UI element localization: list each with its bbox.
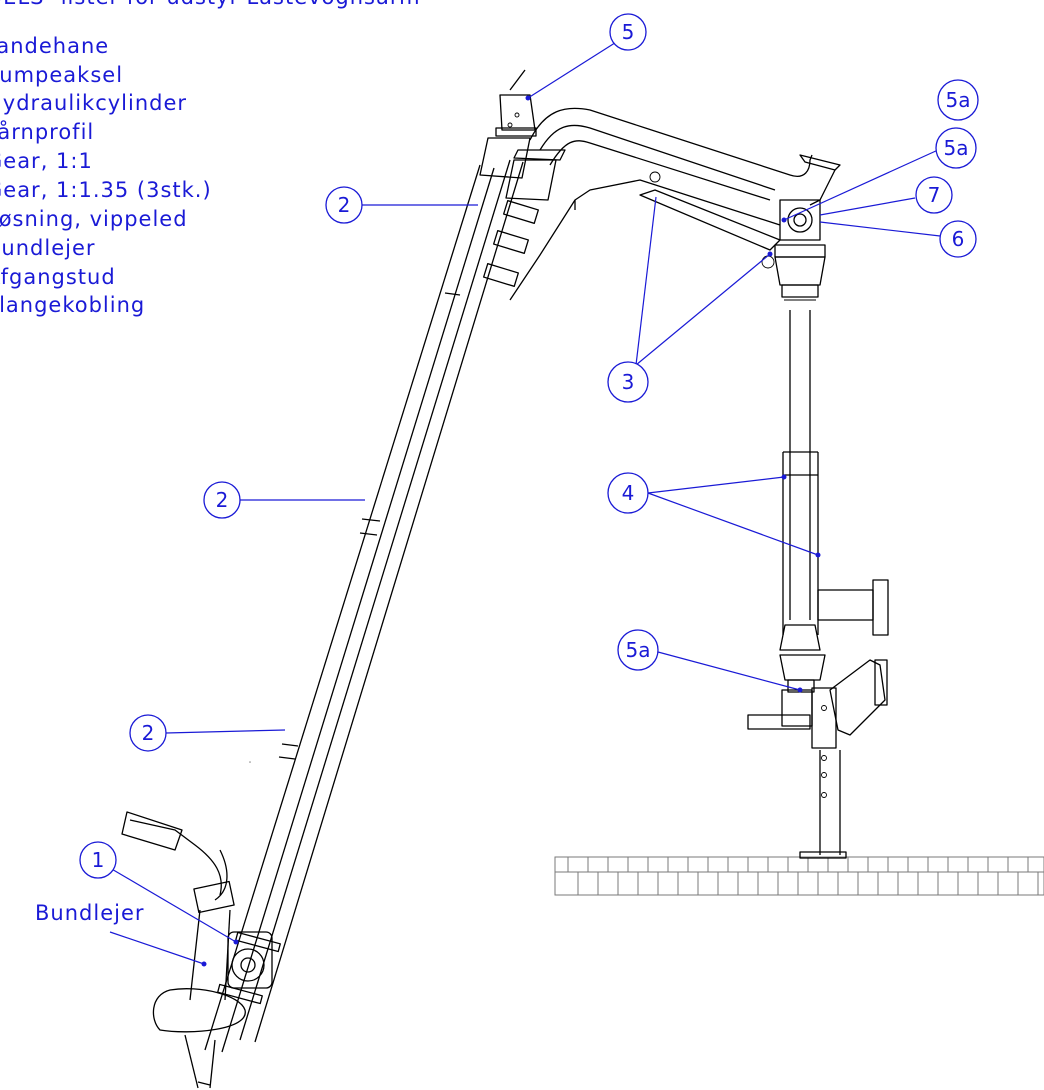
callout-2-top xyxy=(325,186,363,224)
callout-6-label: 6 xyxy=(952,227,965,251)
callout-3-label: 3 xyxy=(622,370,635,394)
ground-foundation xyxy=(554,856,1044,896)
callout-5a-top-label: 5a xyxy=(946,88,971,112)
callout-4 xyxy=(607,472,649,514)
callout-2-bottom-label: 2 xyxy=(142,721,155,745)
callout-1-label: 1 xyxy=(92,848,105,872)
parts-legend: DELS- lister for udstyr-Lastevognsarm Ta… xyxy=(0,0,421,317)
callout-5a-bottom xyxy=(617,629,659,671)
callouts: 5 5a 5a 7 6 2 3 4 xyxy=(35,13,979,967)
callout-3 xyxy=(607,361,649,403)
legend-item-9: Afgangstud xyxy=(0,265,116,289)
legend-item-4: Tårnprofil xyxy=(0,119,94,144)
bundlejer-label: Bundlejer xyxy=(35,901,145,925)
legend-item-7: Løsning, vippeled xyxy=(0,207,188,231)
callout-5-label: 5 xyxy=(622,20,635,44)
loading-arm xyxy=(121,69,889,1089)
callout-5a-top xyxy=(937,79,979,121)
callout-2-top-label: 2 xyxy=(338,193,351,217)
legend-item-6: Gear, 1:1.35 (3stk.) xyxy=(0,178,212,202)
callout-2-bottom xyxy=(129,714,167,752)
legend-header: DELS- lister for udstyr-Lastevognsarm xyxy=(0,0,421,9)
callout-7-label: 7 xyxy=(928,183,941,207)
callout-5a-bottom-label: 5a xyxy=(626,638,651,662)
legend-item-10: Flangekobling xyxy=(0,293,145,317)
legend-item-2: Pumpeaksel xyxy=(0,63,123,87)
callout-7 xyxy=(915,176,953,214)
callout-5a-middle-label: 5a xyxy=(944,136,969,160)
legend-item-5: Gear, 1:1 xyxy=(0,149,93,173)
callout-2-middle-label: 2 xyxy=(216,488,229,512)
legend-item-1: Tandehane xyxy=(0,34,109,58)
callout-1 xyxy=(79,841,117,879)
callout-5a-middle xyxy=(935,127,977,169)
legend-item-3: Hydraulikcylinder xyxy=(0,91,187,115)
callout-5 xyxy=(609,13,647,51)
legend-item-8: Bundlejer xyxy=(0,236,96,260)
callout-2-middle xyxy=(203,481,241,519)
callout-4-label: 4 xyxy=(622,481,635,505)
callout-6 xyxy=(939,220,977,258)
